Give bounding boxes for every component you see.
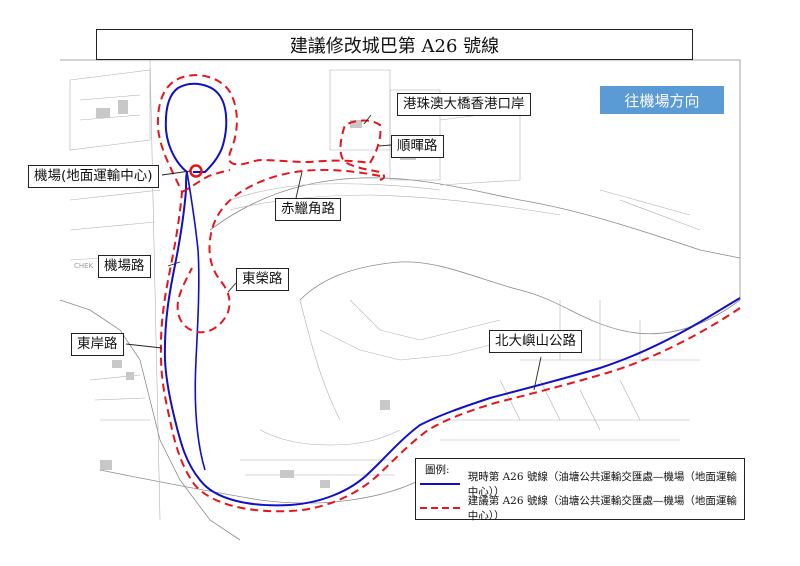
label-tung-wing-road: 東榮路: [236, 268, 289, 291]
current-route-loop: [186, 171, 206, 471]
proposed-route-line: [156, 74, 741, 513]
label-shun-fai-road: 順暉路: [391, 135, 444, 158]
current-route-line: [163, 82, 721, 507]
map-text-chek: CHEK: [74, 262, 94, 270]
legend-swatch-current: [420, 483, 460, 485]
legend-label-current: 現時第 A26 號線（油塘公共運輸交匯處—機場（地面運輸中心））: [467, 471, 737, 498]
page-title: 建議修改城巴第 A26 號線: [96, 29, 693, 60]
label-tung-ngon-road: 東岸路: [71, 333, 124, 356]
legend-row-proposed: 建議第 A26 號線（油塘公共運輸交匯處—機場（地面運輸中心））: [420, 495, 744, 522]
label-chek-lap-kok-road: 赤鱲角路: [275, 198, 341, 221]
building-blocks: [96, 100, 416, 488]
legend-label-proposed: 建議第 A26 號線（油塘公共運輸交匯處—機場（地面運輸中心））: [467, 495, 737, 522]
label-north-lantau-highway: 北大嶼山公路: [489, 330, 582, 353]
proposed-route-airport-link: [181, 169, 231, 193]
current-route-to-edge: [719, 297, 741, 311]
proposed-route-chek-lap-kok-road: [176, 168, 381, 334]
legend-row-current: 現時第 A26 號線（油塘公共運輸交匯處—機場（地面運輸中心））: [420, 471, 744, 498]
direction-badge: 往機場方向: [600, 86, 724, 114]
label-airport-road: 機場路: [98, 255, 151, 278]
legend: 圖例: 現時第 A26 號線（油塘公共運輸交匯處—機場（地面運輸中心）） 建議第…: [415, 458, 745, 522]
callout-leaders: [125, 114, 542, 391]
legend-swatch-proposed: [420, 507, 460, 509]
airport-gtc-marker: [189, 164, 203, 178]
map-detail-lines: [69, 59, 701, 521]
label-hzmb-port: 港珠澳大橋香港口岸: [397, 93, 531, 116]
label-airport-gtc: 機場(地面運輸中心): [28, 165, 159, 188]
coastline: [59, 59, 741, 541]
proposed-route-hzmb-loop: [339, 119, 386, 181]
legend-title: 圖例:: [425, 464, 450, 476]
